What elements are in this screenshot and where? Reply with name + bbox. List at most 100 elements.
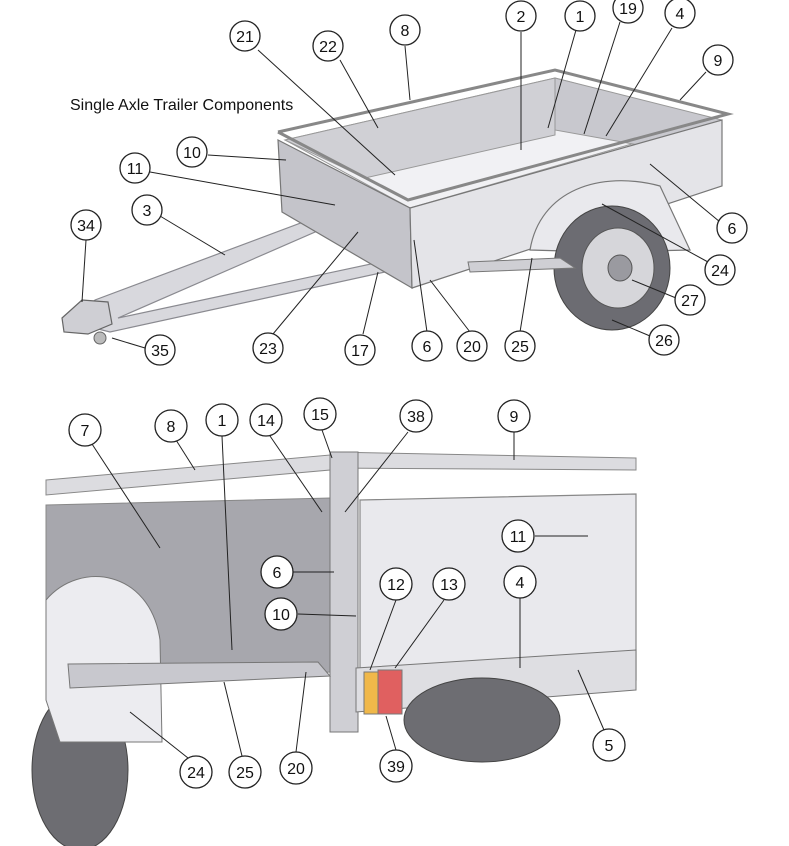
callout-8: 8 (389, 14, 421, 46)
svg-text:9: 9 (714, 53, 723, 70)
svg-text:10: 10 (183, 145, 201, 162)
bottom-step (67, 661, 332, 689)
top-trailer-illustration (61, 68, 734, 345)
svg-text:5: 5 (605, 738, 614, 755)
callout-b12: 12 (379, 567, 413, 601)
callout-b8: 8 (154, 409, 188, 443)
callout-9: 9 (702, 44, 734, 76)
svg-text:1: 1 (576, 9, 585, 26)
svg-text:2: 2 (517, 9, 526, 26)
bottom-leader-lines (91, 429, 605, 759)
callout-22: 22 (312, 30, 344, 62)
svg-text:6: 6 (273, 565, 282, 582)
svg-text:1: 1 (218, 413, 227, 430)
svg-text:39: 39 (387, 759, 405, 776)
callout-4: 4 (664, 0, 696, 29)
svg-text:27: 27 (681, 293, 699, 310)
callout-19: 19 (612, 0, 644, 24)
callout-6: 6 (716, 212, 748, 244)
callout-21: 21 (229, 20, 261, 52)
callout-b14: 14 (249, 403, 283, 437)
callout-b1: 1 (205, 403, 239, 437)
svg-text:35: 35 (151, 343, 169, 360)
callout-20: 20 (456, 330, 488, 362)
svg-text:25: 25 (511, 339, 529, 356)
callout-10: 10 (176, 136, 208, 168)
top-rail (277, 68, 734, 202)
callout-b38: 38 (399, 399, 433, 433)
callout-35: 35 (144, 334, 176, 366)
drawbar (68, 211, 386, 333)
callout-25: 25 (504, 330, 536, 362)
callout-b6: 6 (260, 555, 294, 589)
coupling (61, 299, 113, 345)
svg-text:20: 20 (287, 761, 305, 778)
callout-b15: 15 (303, 397, 337, 431)
svg-text:7: 7 (81, 423, 90, 440)
callout-3: 3 (131, 194, 163, 226)
svg-text:24: 24 (711, 263, 729, 280)
callout-23: 23 (252, 332, 284, 364)
svg-text:17: 17 (351, 343, 369, 360)
tail-lamp-amber (363, 671, 379, 715)
svg-text:23: 23 (259, 341, 277, 358)
left-mudguard (45, 576, 163, 743)
svg-text:25: 25 (236, 765, 254, 782)
top-leader-lines (81, 21, 721, 349)
callout-2: 2 (505, 0, 537, 32)
svg-text:38: 38 (407, 409, 425, 426)
callout-b5: 5 (592, 728, 626, 762)
svg-text:8: 8 (401, 23, 410, 40)
svg-text:9: 9 (510, 409, 519, 426)
callout-b11: 11 (501, 519, 535, 553)
callout-26: 26 (648, 324, 680, 356)
callout-24: 24 (704, 254, 736, 286)
rear-wheel (403, 677, 561, 763)
svg-text:34: 34 (77, 218, 95, 235)
diagram-title: Single Axle Trailer Components (70, 97, 293, 114)
bottom-callouts: 7 8 1 14 15 38 9 11 6 4 12 13 10 5 24 25… (68, 397, 626, 789)
svg-text:15: 15 (311, 407, 329, 424)
callout-34: 34 (70, 209, 102, 241)
svg-text:13: 13 (440, 577, 458, 594)
callout-17: 17 (344, 334, 376, 366)
far-side-panel (283, 77, 556, 179)
svg-text:22: 22 (319, 39, 337, 56)
callout-b13: 13 (432, 567, 466, 601)
top-callouts: 21 22 8 2 1 19 4 9 10 11 6 3 34 24 27 26… (70, 0, 748, 366)
bottom-trailer-illustration (31, 392, 637, 846)
svg-text:4: 4 (676, 6, 685, 23)
svg-text:21: 21 (236, 29, 254, 46)
corner-post (329, 451, 359, 733)
svg-text:14: 14 (257, 413, 275, 430)
svg-text:12: 12 (387, 577, 405, 594)
callout-b7: 7 (68, 413, 102, 447)
tail-lamp-red (377, 669, 403, 715)
svg-text:11: 11 (127, 161, 144, 178)
callout-11: 11 (119, 152, 151, 184)
svg-text:3: 3 (143, 203, 152, 220)
callout-1: 1 (564, 0, 596, 32)
callout-27: 27 (674, 284, 706, 316)
svg-text:10: 10 (272, 607, 290, 624)
svg-text:19: 19 (619, 1, 637, 18)
callout-b20: 20 (279, 751, 313, 785)
top-step (467, 257, 577, 273)
callout-b10: 10 (264, 597, 298, 631)
callout-b25: 25 (228, 755, 262, 789)
svg-text:6: 6 (423, 339, 432, 356)
svg-text:4: 4 (516, 575, 525, 592)
callout-b9: 9 (497, 399, 531, 433)
svg-text:11: 11 (510, 529, 527, 546)
svg-text:24: 24 (187, 765, 205, 782)
top-wheel (553, 205, 671, 331)
callout-b39: 39 (379, 749, 413, 783)
callout-6b: 6 (411, 330, 443, 362)
svg-text:6: 6 (728, 221, 737, 238)
callout-b4: 4 (503, 565, 537, 599)
callout-b24: 24 (179, 755, 213, 789)
svg-text:26: 26 (655, 333, 673, 350)
svg-text:8: 8 (167, 419, 176, 436)
svg-text:20: 20 (463, 339, 481, 356)
